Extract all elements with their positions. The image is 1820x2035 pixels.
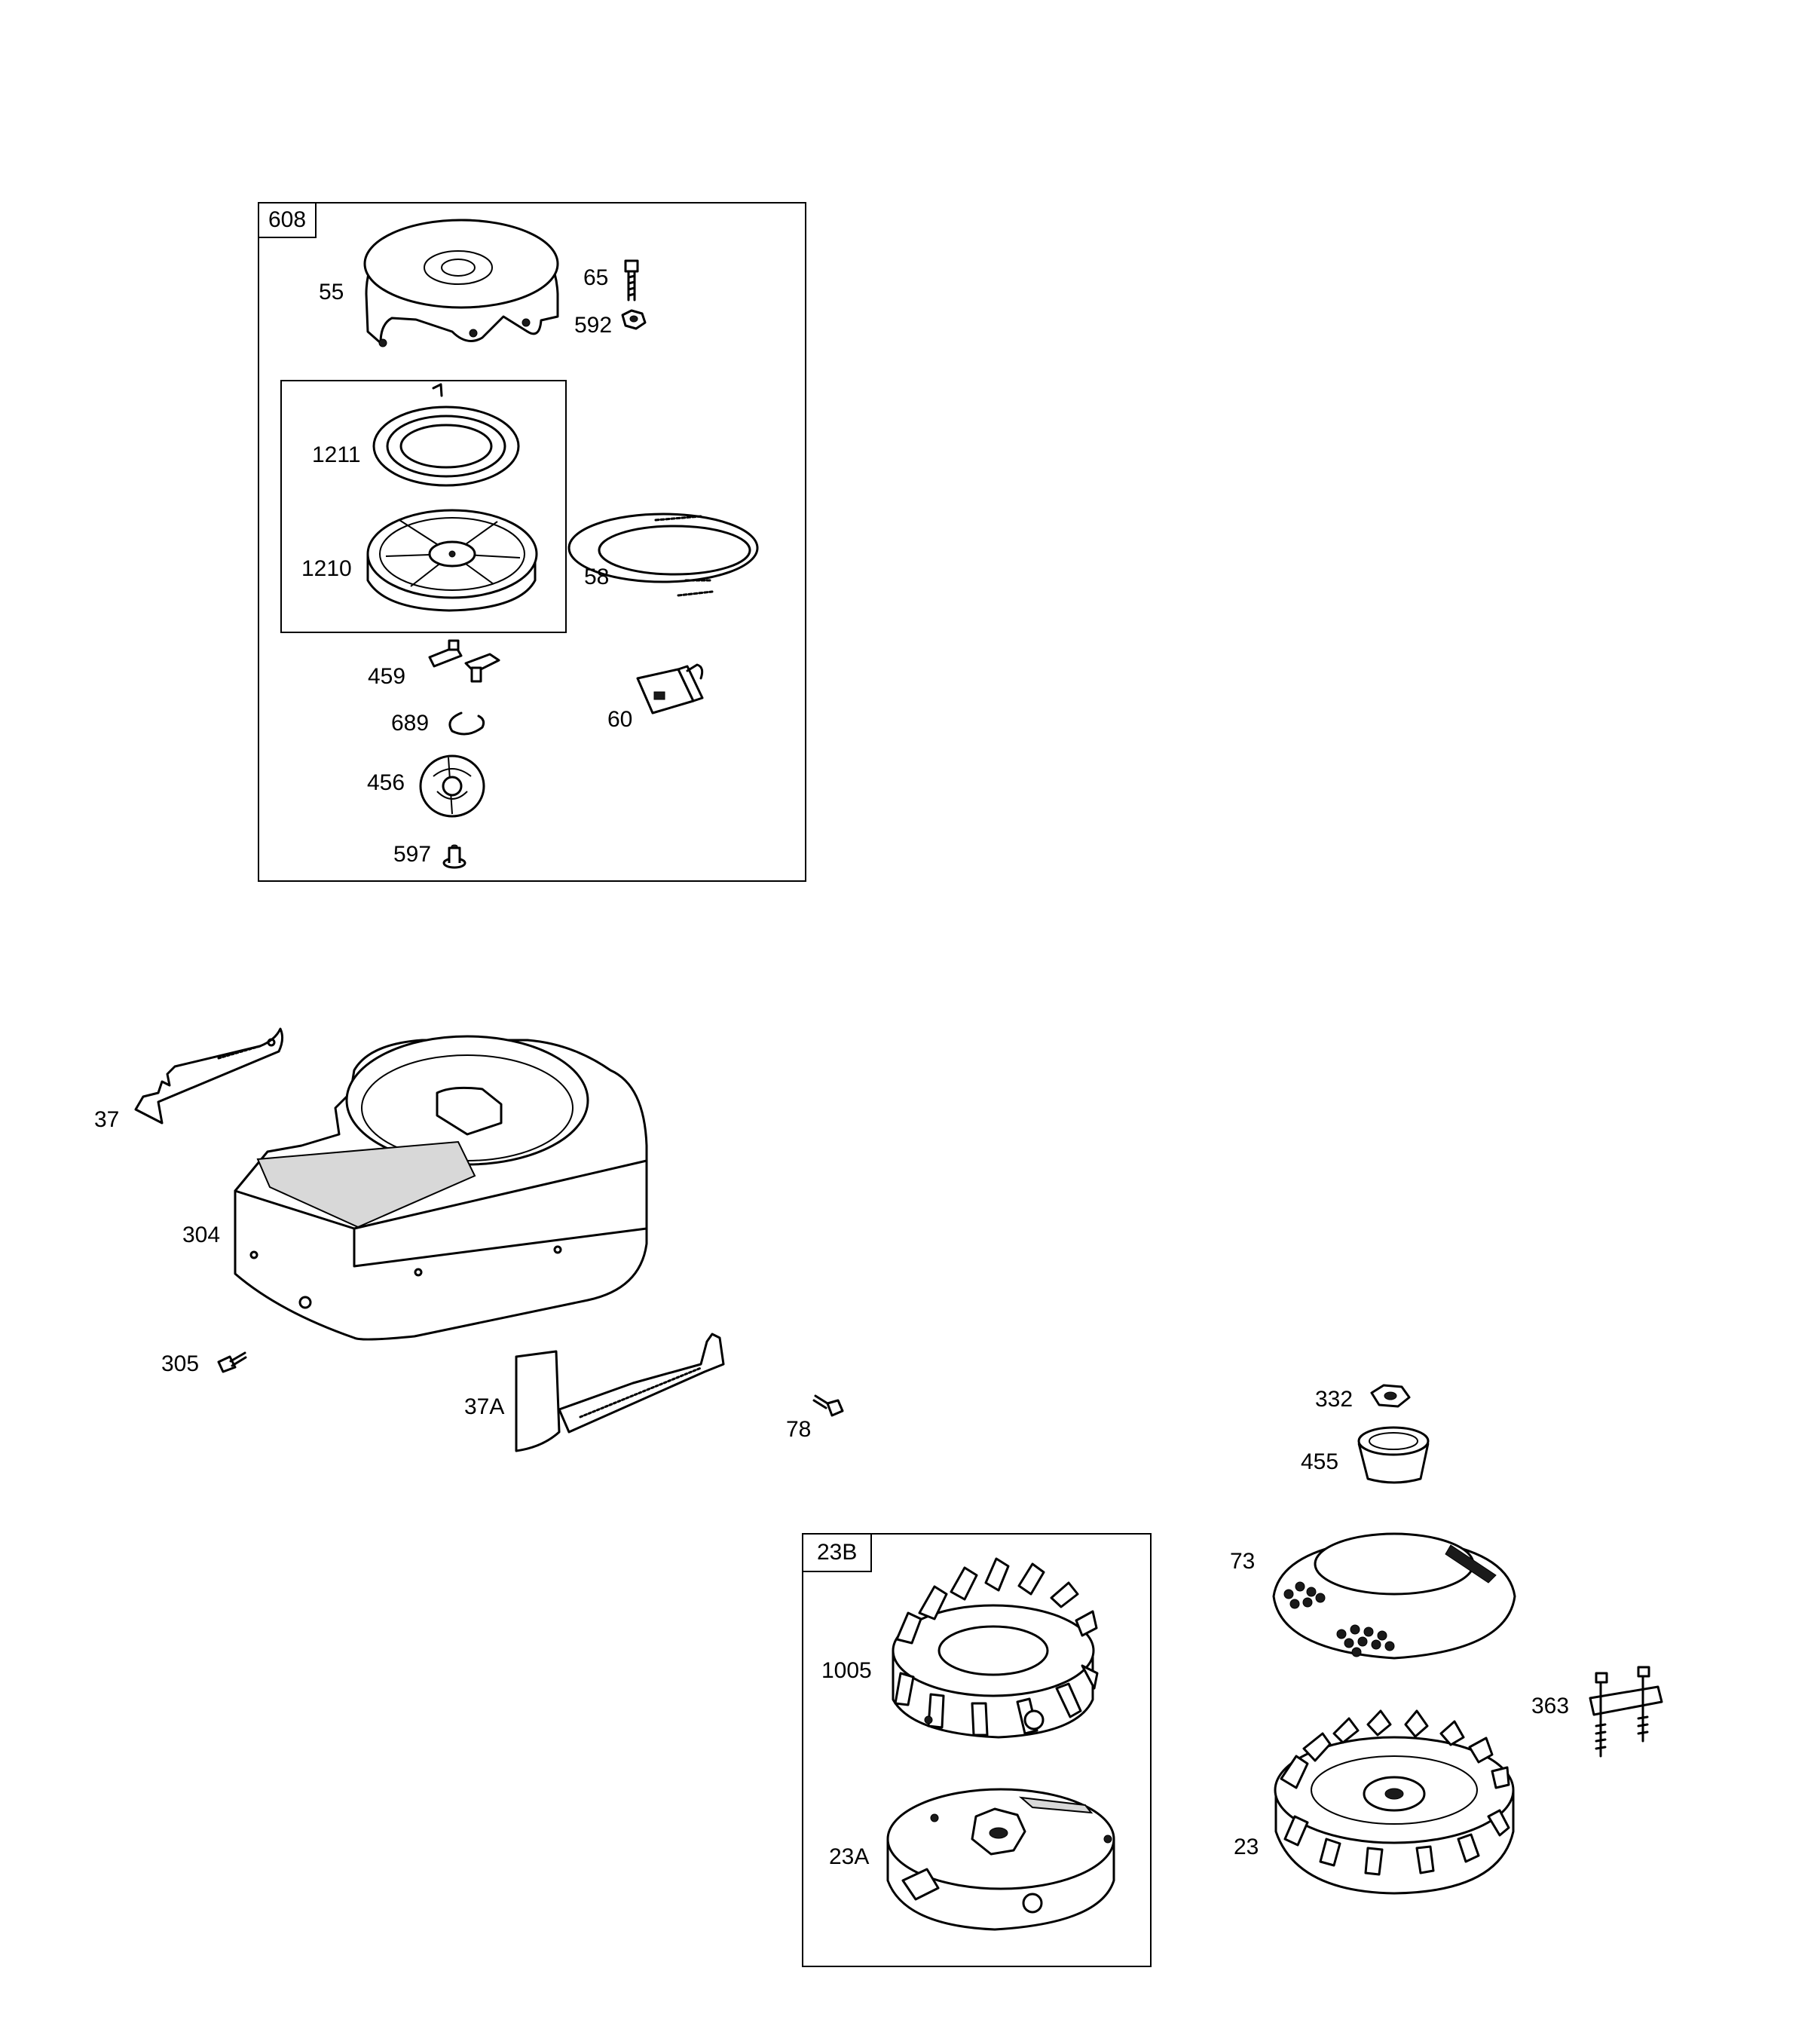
label-305: 305 — [161, 1351, 200, 1376]
label-23: 23 — [1234, 1835, 1259, 1859]
kit-608-frame — [258, 202, 806, 882]
part-58-starter-rope — [567, 513, 759, 597]
part-455-starter-cup — [1357, 1426, 1430, 1484]
label-459: 459 — [368, 664, 406, 689]
part-1211-rewind-spring — [372, 383, 520, 487]
label-363: 363 — [1531, 1694, 1570, 1718]
label-37: 37 — [94, 1107, 120, 1132]
label-23a: 23A — [829, 1844, 870, 1869]
label-78: 78 — [786, 1417, 812, 1442]
kit-23b-frame — [802, 1533, 1152, 1967]
part-689-retainer — [448, 711, 485, 736]
label-58: 58 — [584, 565, 610, 589]
label-597: 597 — [393, 842, 432, 867]
part-73-rotating-screen — [1272, 1532, 1516, 1660]
part-37-bracket — [134, 1027, 284, 1125]
label-456: 456 — [367, 770, 405, 795]
label-455: 455 — [1301, 1449, 1339, 1474]
part-363-sensor — [1589, 1666, 1663, 1758]
part-597-screw — [442, 844, 466, 869]
part-1210-pulley — [366, 509, 538, 612]
label-1210: 1210 — [301, 556, 352, 581]
part-456-ratchet — [419, 754, 485, 818]
part-60-starter-handle — [636, 663, 704, 715]
label-73: 73 — [1230, 1549, 1256, 1574]
label-332: 332 — [1315, 1387, 1354, 1412]
part-332-nut — [1370, 1384, 1411, 1408]
part-23a-flywheel — [886, 1788, 1115, 1931]
label-592: 592 — [574, 313, 613, 338]
part-304-blower-housing — [234, 1035, 648, 1341]
label-689: 689 — [391, 711, 430, 736]
part-65-bolt — [624, 259, 639, 301]
kit-608-label: 608 — [258, 202, 317, 238]
part-459-dog — [428, 639, 500, 683]
label-37a: 37A — [464, 1394, 505, 1419]
label-1005: 1005 — [821, 1658, 872, 1683]
label-65: 65 — [583, 265, 609, 290]
label-60: 60 — [607, 707, 633, 732]
part-37a-bracket — [515, 1333, 725, 1452]
kit-1210-1211-frame — [280, 380, 567, 633]
part-78-screw — [812, 1394, 844, 1417]
kit-23b-label: 23B — [802, 1533, 873, 1572]
label-1211: 1211 — [312, 442, 361, 467]
part-1005-fan — [892, 1557, 1099, 1739]
part-305-screw — [217, 1351, 247, 1373]
label-55: 55 — [319, 280, 344, 304]
label-304: 304 — [182, 1223, 221, 1247]
part-23-flywheel — [1274, 1709, 1515, 1895]
part-55-starter-housing — [363, 219, 559, 347]
part-592-nut — [621, 309, 647, 330]
